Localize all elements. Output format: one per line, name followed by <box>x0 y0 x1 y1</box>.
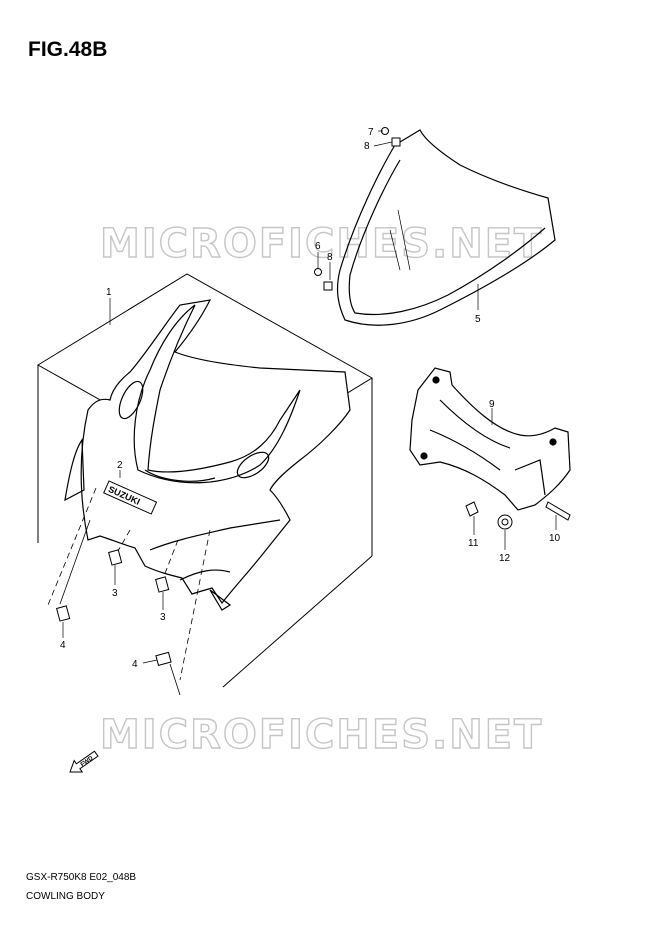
callout-1: 1 <box>106 287 112 298</box>
section-name: COWLING BODY <box>26 891 105 902</box>
callout-4a: 4 <box>60 640 66 651</box>
callout-8a: 8 <box>364 141 370 152</box>
nut-8b-icon <box>323 281 333 291</box>
callout-3b: 3 <box>160 612 166 623</box>
callout-6: 6 <box>315 241 321 252</box>
cowling-bracket <box>409 367 571 511</box>
nut-8a-icon <box>391 137 401 147</box>
fwd-arrow: FWD <box>69 750 99 773</box>
upper-cowling <box>64 299 351 611</box>
callout-9: 9 <box>489 399 495 410</box>
callout-5: 5 <box>475 314 481 325</box>
bolt-10-icon <box>545 501 571 521</box>
screw-6-icon <box>314 268 322 276</box>
callout-8b: 8 <box>327 252 333 263</box>
figure-title: FIG.48B <box>28 38 108 61</box>
watermark-top: MICROFICHES.NET <box>100 221 543 267</box>
hardware <box>314 127 571 530</box>
callout-10: 10 <box>549 533 561 544</box>
washer-12-hole <box>501 518 509 526</box>
callout-12: 12 <box>499 553 511 564</box>
callout-leaders <box>62 130 557 664</box>
kit-box-bottom-right <box>222 555 373 688</box>
watermark-bottom: MICROFICHES.NET <box>100 712 543 758</box>
dashed-leaders <box>47 487 211 696</box>
callout-7: 7 <box>368 127 374 138</box>
callout-3a: 3 <box>112 588 118 599</box>
callout-4b: 4 <box>132 659 138 670</box>
callout-11: 11 <box>468 538 479 549</box>
callout-numbers: 1 2 3 3 4 4 5 6 7 8 8 9 10 11 12 <box>60 127 561 670</box>
nut-11-icon <box>465 501 479 517</box>
model-code: GSX-R750K8 E02_048B <box>26 872 137 883</box>
pads <box>56 549 172 666</box>
callout-2: 2 <box>117 460 123 471</box>
windscreen <box>336 129 556 326</box>
